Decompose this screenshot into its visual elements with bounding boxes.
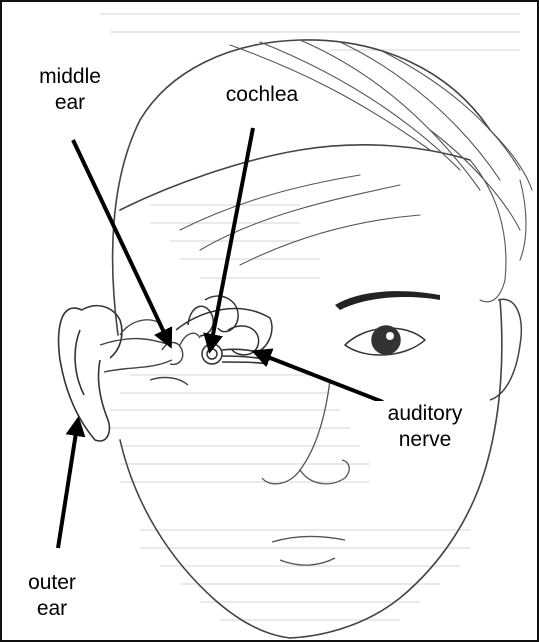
label-cochlea: cochlea: [210, 82, 314, 108]
hair-strands: [180, 40, 532, 302]
eyebrow: [335, 291, 440, 310]
eye: [345, 326, 425, 355]
label-middle-ear: middle ear: [18, 64, 122, 116]
mouth: [272, 536, 345, 565]
arrow-cochlea: [210, 128, 253, 350]
label-auditory-nerve: auditory nerve: [368, 401, 482, 453]
nose: [262, 380, 349, 484]
outer-ear: [59, 306, 122, 441]
label-arrows: [58, 128, 383, 548]
arrow-outer-ear: [58, 420, 78, 548]
right-ear: [490, 299, 521, 400]
label-outer-ear: outer ear: [10, 570, 94, 622]
arrow-auditory-nerve: [255, 352, 383, 402]
